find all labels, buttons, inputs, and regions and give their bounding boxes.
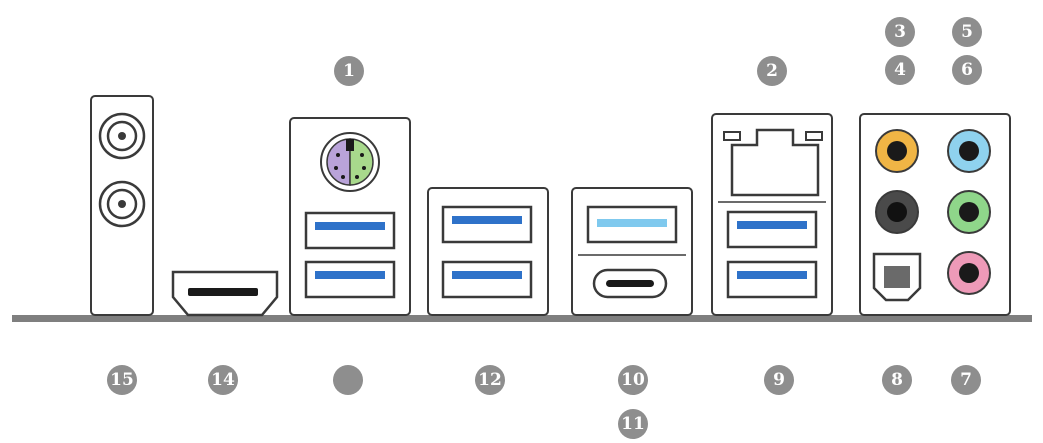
usb-port-light-blue: [586, 205, 678, 244]
usb-port: [726, 210, 818, 249]
usb-pair-block: [427, 187, 549, 316]
usb-port: [304, 260, 396, 299]
audio-jack-light-blue: [947, 129, 991, 173]
lan-usb-block: [711, 113, 833, 316]
callout-badge-8: 8: [882, 365, 912, 395]
hdmi-port: [171, 270, 279, 317]
usb-port: [726, 260, 818, 299]
optical-spdif-port: [872, 252, 922, 302]
usb-c-port: [592, 268, 668, 299]
svg-text:11: 11: [621, 414, 645, 434]
svg-text:1: 1: [343, 61, 355, 81]
audio-jack-black: [875, 190, 919, 234]
callout-badge-12: 12: [475, 365, 505, 395]
ps2-usb-block: [289, 117, 411, 316]
usb-port: [441, 260, 533, 299]
callout-badge-blank: [333, 365, 363, 395]
antenna-connector-icon: [98, 112, 146, 160]
svg-text:10: 10: [621, 370, 645, 390]
callout-badge-10: 10: [618, 365, 648, 395]
svg-text:4: 4: [894, 60, 906, 80]
audio-block: [859, 113, 1011, 316]
callout-badge-3: 3: [885, 17, 915, 47]
callout-badge-4: 4: [885, 55, 915, 85]
svg-text:8: 8: [891, 370, 903, 390]
svg-text:14: 14: [211, 370, 235, 390]
callout-badge-9: 9: [764, 365, 794, 395]
callout-badge-15: 15: [107, 365, 137, 395]
callout-badge-1: 1: [334, 56, 364, 86]
callout-badge-14: 14: [208, 365, 238, 395]
usb-a-usb-c-block: [571, 187, 693, 316]
svg-text:3: 3: [894, 22, 906, 42]
callout-badge-2: 2: [757, 56, 787, 86]
antenna-ports: [90, 95, 154, 316]
audio-jack-pink: [947, 251, 991, 295]
callout-badge-11: 11: [618, 409, 648, 439]
io-shield-baseline: [12, 315, 1032, 322]
svg-text:9: 9: [773, 370, 785, 390]
callout-badge-6: 6: [952, 55, 982, 85]
usb-port: [304, 211, 396, 250]
audio-jack-orange: [875, 129, 919, 173]
svg-text:7: 7: [960, 370, 972, 390]
svg-text:5: 5: [961, 22, 973, 42]
usb-port: [441, 205, 533, 244]
lan-port-icon: [723, 128, 823, 197]
svg-text:12: 12: [478, 370, 502, 390]
callout-badge-7: 7: [951, 365, 981, 395]
antenna-connector-icon: [98, 180, 146, 228]
svg-text:6: 6: [961, 60, 973, 80]
audio-jack-green: [947, 190, 991, 234]
ps2-combo-port-icon: [320, 132, 380, 192]
callout-badge-5: 5: [952, 17, 982, 47]
svg-text:2: 2: [766, 61, 778, 81]
svg-text:15: 15: [110, 370, 134, 390]
